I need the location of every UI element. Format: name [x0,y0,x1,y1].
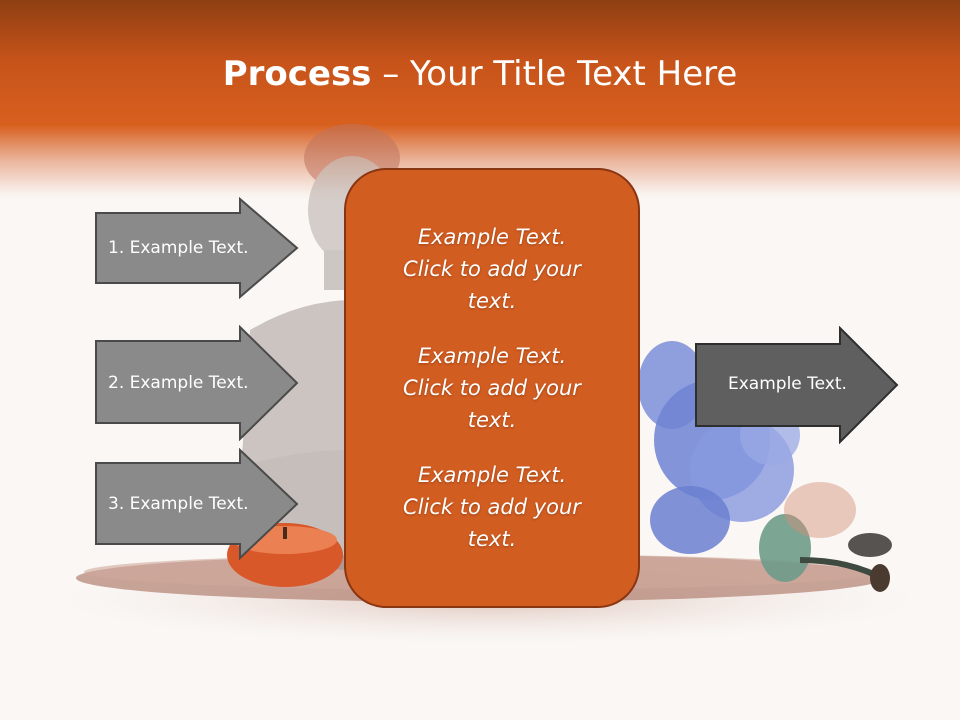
left-arrow-3-label: 3. Example Text. [108,494,249,514]
title-rest: – Your Title Text Here [371,54,738,94]
center-text-box[interactable]: Example Text. Click to add your text. Ex… [344,168,640,608]
left-arrow-2[interactable]: 2. Example Text. [94,325,300,441]
stones [784,482,892,557]
center-paragraph-2: Example Text. Click to add your text. [403,344,581,432]
header-band [0,0,960,200]
right-arrow-label: Example Text. [728,374,847,394]
arrow-shape [695,326,899,444]
right-arrow[interactable]: Example Text. [694,326,900,444]
title-bold: Process [222,54,372,94]
left-arrow-1[interactable]: 1. Example Text. [94,197,300,299]
left-arrow-1-label: 1. Example Text. [108,238,249,258]
left-arrow-3[interactable]: 3. Example Text. [94,448,300,560]
arrow-shape [95,325,299,441]
left-arrow-2-label: 2. Example Text. [108,373,249,393]
arrow-shape [95,448,299,560]
center-paragraph-1: Example Text. Click to add your text. [403,225,581,313]
arrow-shape [95,197,299,299]
center-paragraph-3: Example Text. Click to add your text. [403,463,581,551]
slide-title: Process – Your Title Text Here [0,52,960,96]
